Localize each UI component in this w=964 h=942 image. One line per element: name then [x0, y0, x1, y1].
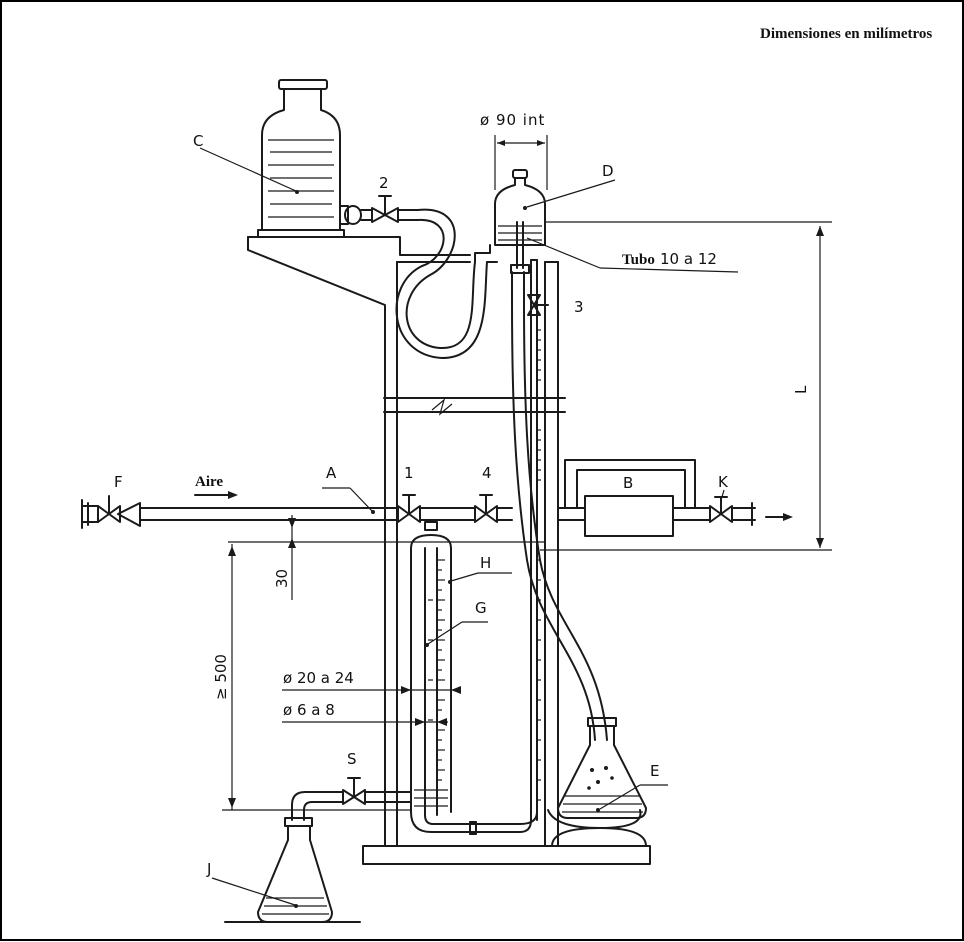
valve-2 [339, 195, 419, 225]
dim-90-text: ø 90 int [480, 111, 545, 129]
units-note: Dimensiones en milímetros [760, 26, 932, 42]
air-arrow [194, 491, 238, 499]
valve-s [291, 777, 412, 821]
dim-30-500 [222, 515, 545, 811]
shelf-bracket [247, 236, 471, 341]
label-b: B [623, 474, 633, 492]
flask-e [547, 717, 668, 847]
label-k: K [718, 473, 729, 491]
tubo-pointer [526, 237, 601, 269]
label-g: G [475, 599, 487, 617]
dim-6-8-text: ø 6 a 8 [283, 701, 335, 719]
drain-tube [511, 271, 608, 741]
tubo-text: 10 a 12 [660, 250, 717, 268]
dim-l [540, 221, 832, 551]
flexible-tube-upper [395, 208, 498, 359]
air-line [139, 487, 586, 523]
label-c: C [193, 132, 203, 150]
dim-30-text: 30 [273, 569, 291, 588]
label-s: S [347, 750, 357, 768]
dim-500-text: ≥ 500 [212, 654, 230, 700]
label-3: 3 [574, 298, 584, 316]
label-4: 4 [482, 464, 492, 482]
base-plate [362, 845, 651, 865]
bottle-c [199, 79, 345, 238]
aire-text: Aire [195, 474, 223, 490]
leader-k [721, 489, 725, 498]
label-j: J [206, 860, 211, 878]
stand-column [384, 261, 559, 847]
regulator-f [81, 495, 141, 529]
dim-diameter-tube [282, 686, 461, 726]
label-f: F [114, 473, 123, 491]
dim-20-24-text: ø 20 a 24 [283, 669, 354, 687]
label-2: 2 [379, 174, 389, 192]
label-h: H [480, 554, 491, 572]
dim-diameter-90 [494, 135, 548, 190]
label-a: A [326, 464, 337, 482]
graduated-tube [410, 521, 538, 835]
tubo-underline [599, 267, 739, 273]
label-e: E [650, 762, 659, 780]
flask-j [211, 817, 361, 923]
vessel-d [494, 169, 616, 274]
label-l: L [792, 385, 810, 394]
label-d: D [602, 162, 614, 180]
box-b [564, 459, 793, 537]
tubo-label: Tubo [622, 252, 655, 268]
label-1: 1 [404, 464, 414, 482]
break-lines [383, 397, 566, 416]
